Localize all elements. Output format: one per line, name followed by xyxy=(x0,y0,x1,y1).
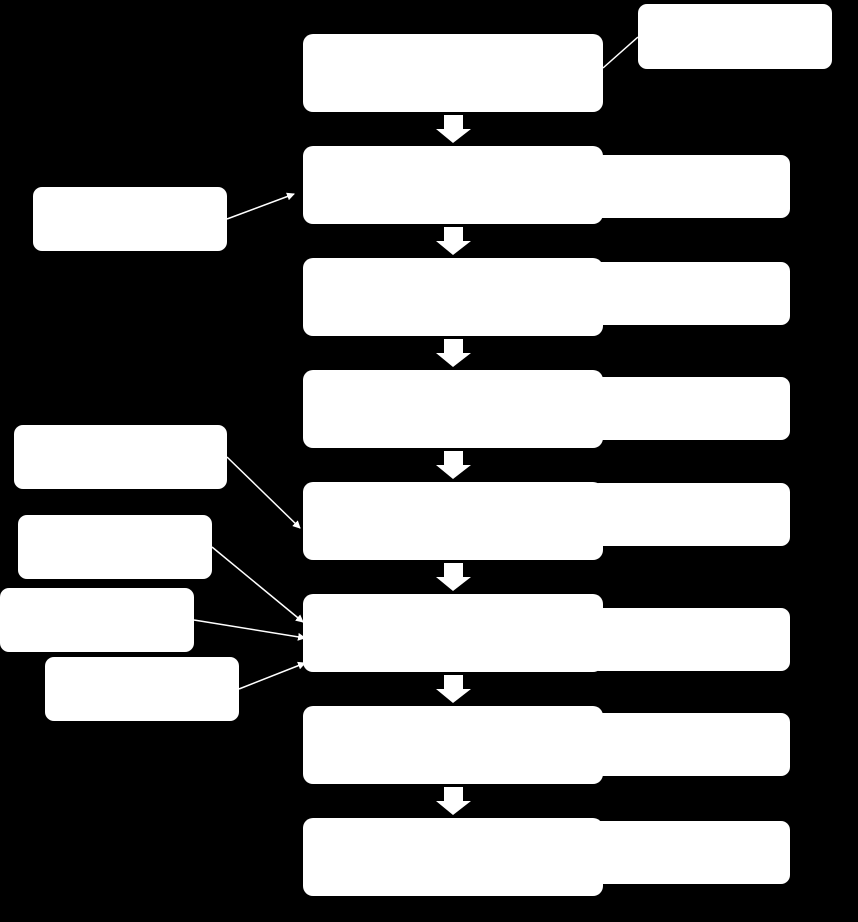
right-note-1 xyxy=(590,155,790,218)
right-note-2 xyxy=(590,262,790,325)
left-input-1 xyxy=(33,187,227,251)
arrow-left-input-4 xyxy=(193,619,306,641)
right-note-3 xyxy=(590,377,790,440)
arrow-left-input-3 xyxy=(211,546,304,623)
arrow-left-input-1 xyxy=(226,192,295,220)
main-step-6 xyxy=(303,594,603,672)
arrow-left-input-2 xyxy=(226,456,301,529)
down-arrow-7 xyxy=(436,787,471,815)
down-arrow-4 xyxy=(436,451,471,479)
main-step-5 xyxy=(303,482,603,560)
right-note-5 xyxy=(590,608,790,671)
top-right-note xyxy=(638,4,832,69)
left-input-3 xyxy=(18,515,212,579)
down-arrow-1 xyxy=(436,115,471,143)
down-arrow-3 xyxy=(436,339,471,367)
right-note-7 xyxy=(590,821,790,884)
main-step-1 xyxy=(303,34,603,112)
main-step-3 xyxy=(303,258,603,336)
main-step-2 xyxy=(303,146,603,224)
down-arrow-2 xyxy=(436,227,471,255)
left-input-5 xyxy=(45,657,239,721)
right-note-6 xyxy=(590,713,790,776)
right-note-4 xyxy=(590,483,790,546)
main-step-8 xyxy=(303,818,603,896)
left-input-2 xyxy=(14,425,227,489)
down-arrow-6 xyxy=(436,675,471,703)
arrow-left-input-5 xyxy=(238,661,306,690)
connector-top-right xyxy=(602,36,639,69)
main-step-7 xyxy=(303,706,603,784)
down-arrow-5 xyxy=(436,563,471,591)
main-step-4 xyxy=(303,370,603,448)
left-input-4 xyxy=(0,588,194,652)
